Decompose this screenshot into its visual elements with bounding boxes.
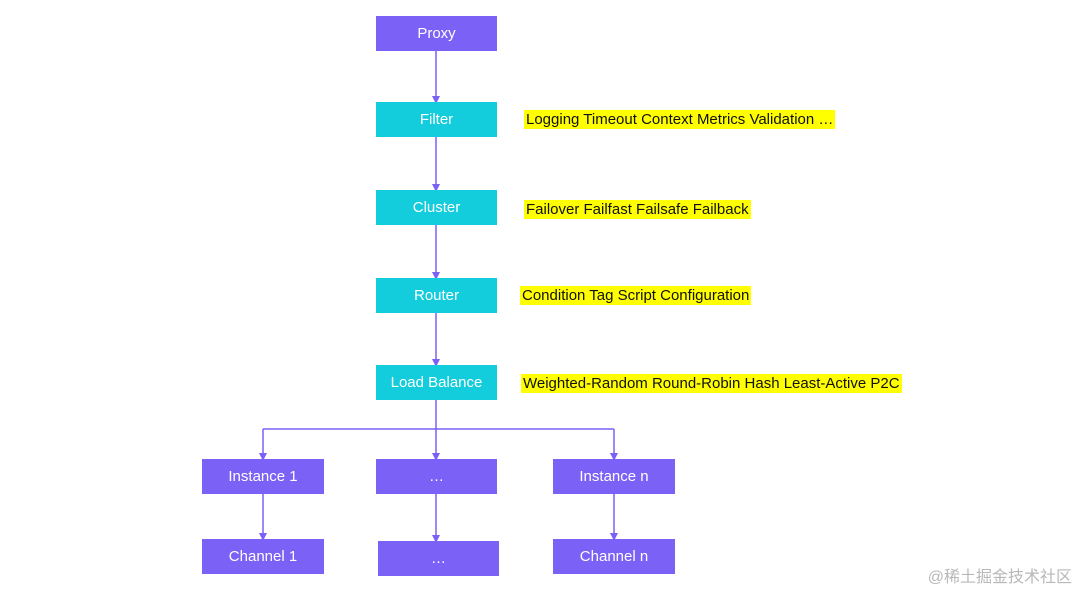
channel-1-node: Channel 1 <box>202 539 324 574</box>
router-node: Router <box>376 278 497 313</box>
instance-n-node: Instance n <box>553 459 675 494</box>
load-balance-node: Load Balance <box>376 365 497 400</box>
filter-node: Filter <box>376 102 497 137</box>
channel-n-node: Channel n <box>553 539 675 574</box>
channel-mid-node: … <box>378 541 499 576</box>
proxy-node: Proxy <box>376 16 497 51</box>
filter-annotation: Logging Timeout Context Metrics Validati… <box>524 110 836 129</box>
router-annotation: Condition Tag Script Configuration <box>520 286 752 305</box>
watermark: @稀土掘金技术社区 <box>927 569 1072 586</box>
cluster-annotation: Failover Failfast Failsafe Failback <box>524 200 751 219</box>
instance-1-node: Instance 1 <box>202 459 324 494</box>
cluster-node: Cluster <box>376 190 497 225</box>
instance-mid-node: … <box>376 459 497 494</box>
load-balance-annotation: Weighted-Random Round-Robin Hash Least-A… <box>521 374 902 393</box>
